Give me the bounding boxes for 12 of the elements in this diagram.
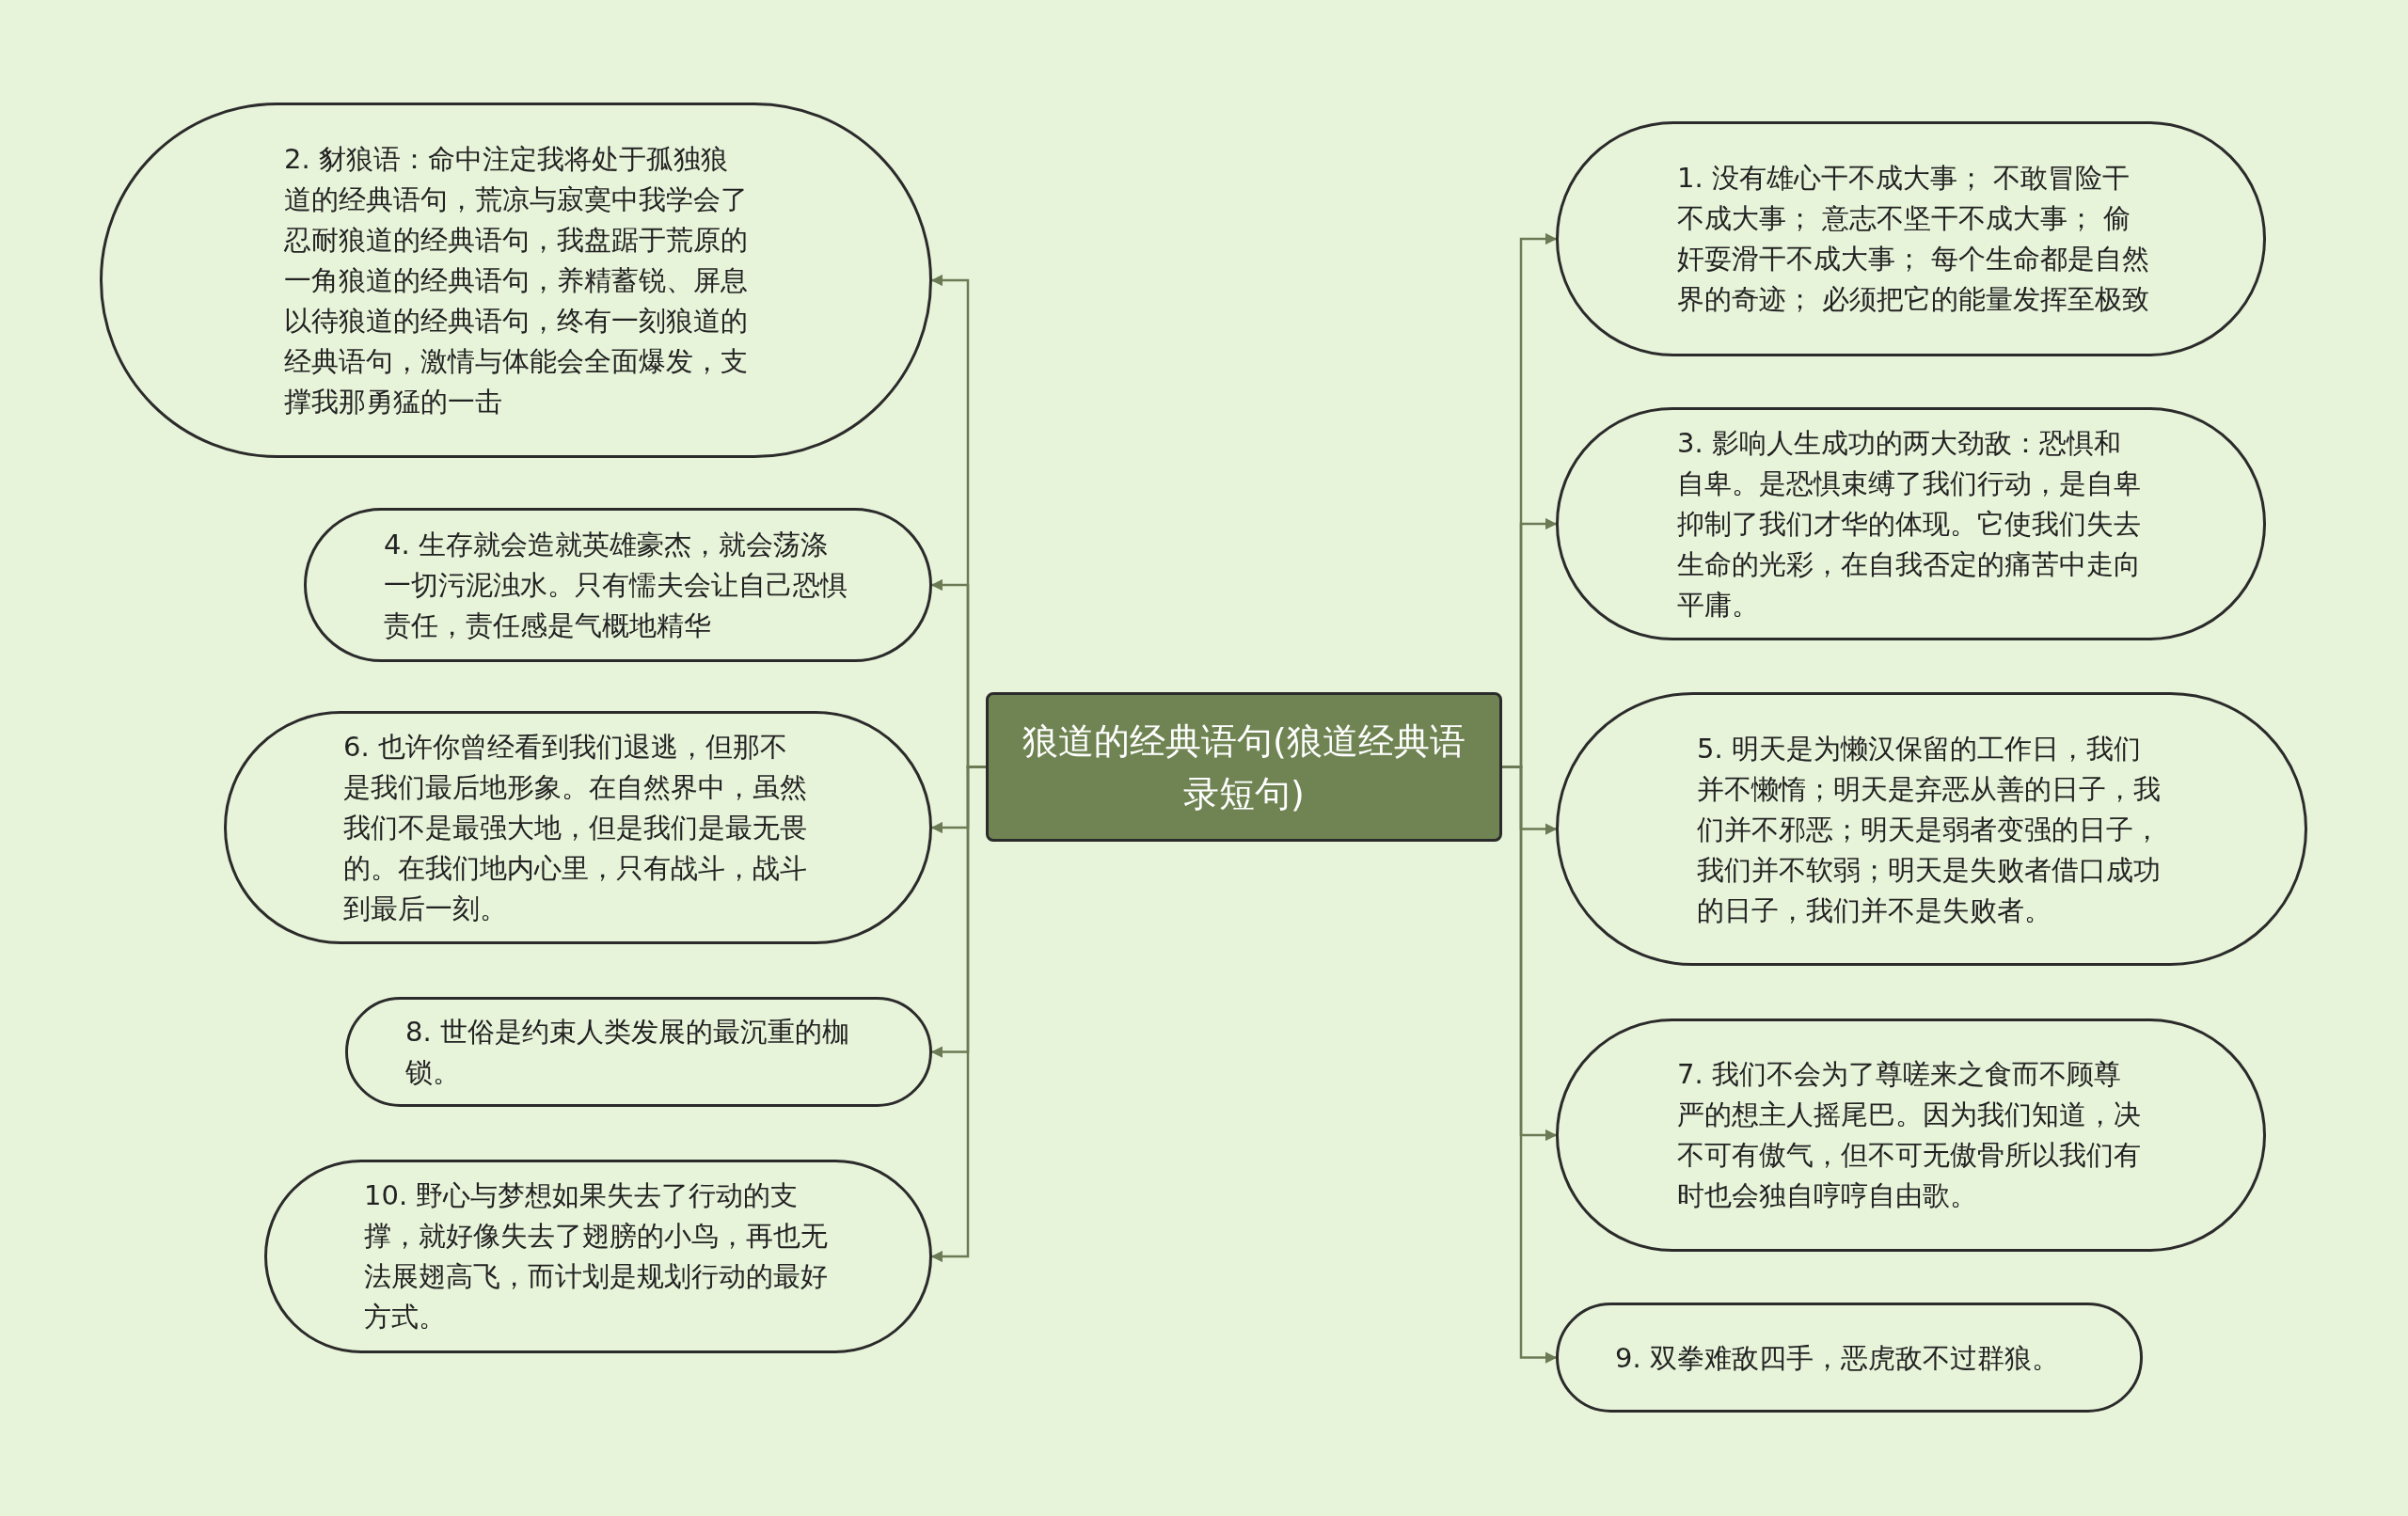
topic-text: 狼道的经典语句(狼道经典语录短句) — [1022, 719, 1466, 816]
quote-text: 3. 影响人生成功的两大劲敌：恐惧和自卑。是恐惧束缚了我们行动，是自卑抑制了我们才华的体现。它使我们失去生命的光彩，在自我否定的痛苦中走向平庸。 — [1677, 425, 2142, 623]
quote-text: 6. 也许你曾经看到我们退逃，但那不是我们最后地形象。在自然界中，虽然我们不是最强大地，但是我们是最无畏的。在我们地内心里，只有战斗，战斗到最后一刻。 — [343, 729, 808, 926]
quote-text: 10. 野心与梦想如果失去了行动的支撑，就好像失去了翅膀的小鸟，再也无法展翅高飞，而计划是规划行动的最好方式。 — [364, 1178, 829, 1334]
quote-text: 4. 生存就会造就英雄豪杰，就会荡涤一切污泥浊水。只有懦夫会让自己恐惧责任，责任感是气概地精华 — [384, 527, 848, 643]
quote-text: 5. 明天是为懒汉保留的工作日，我们并不懒惰；明天是弃恶从善的日子，我们并不邪恶；明天是弱者变强的日子，我们并不软弱；明天是失败者借口成功的日子，我们并不是失败者。 — [1697, 731, 2162, 927]
quote-text: 7. 我们不会为了尊嗟来之食而不顾尊严的想主人摇尾巴。因为我们知道，决不可有傲气，但不可无傲骨所以我们有时也会独自哼哼自由歌。 — [1677, 1057, 2142, 1213]
quote-text: 8. 世俗是约束人类发展的最沉重的枷锁。 — [405, 1014, 850, 1090]
topic-box — [986, 692, 1502, 842]
quote-text: 2. 豺狼语：命中注定我将处于孤独狼道的经典语句，荒凉与寂寞中我学会了忍耐狼道的经典语句，我盘踞于荒原的一角狼道的经典语句，养精蓄锐、屏息以待狼道的经典语句，终有一刻狼道的经典语句，激情与体能会全面爆发，支撑我那勇猛的一击 — [284, 141, 749, 419]
quote-text: 1. 没有雄心干不成大事； 不敢冒险干不成大事； 意志不坚干不成大事； 偷奸耍滑干不成大事； 每个生命都是自然界的奇迹； 必须把它的能量发挥至极致 — [1677, 161, 2151, 317]
quote-text: 9. 双拳难敌四手，恶虎敌不过群狼。 — [1615, 1340, 2060, 1375]
